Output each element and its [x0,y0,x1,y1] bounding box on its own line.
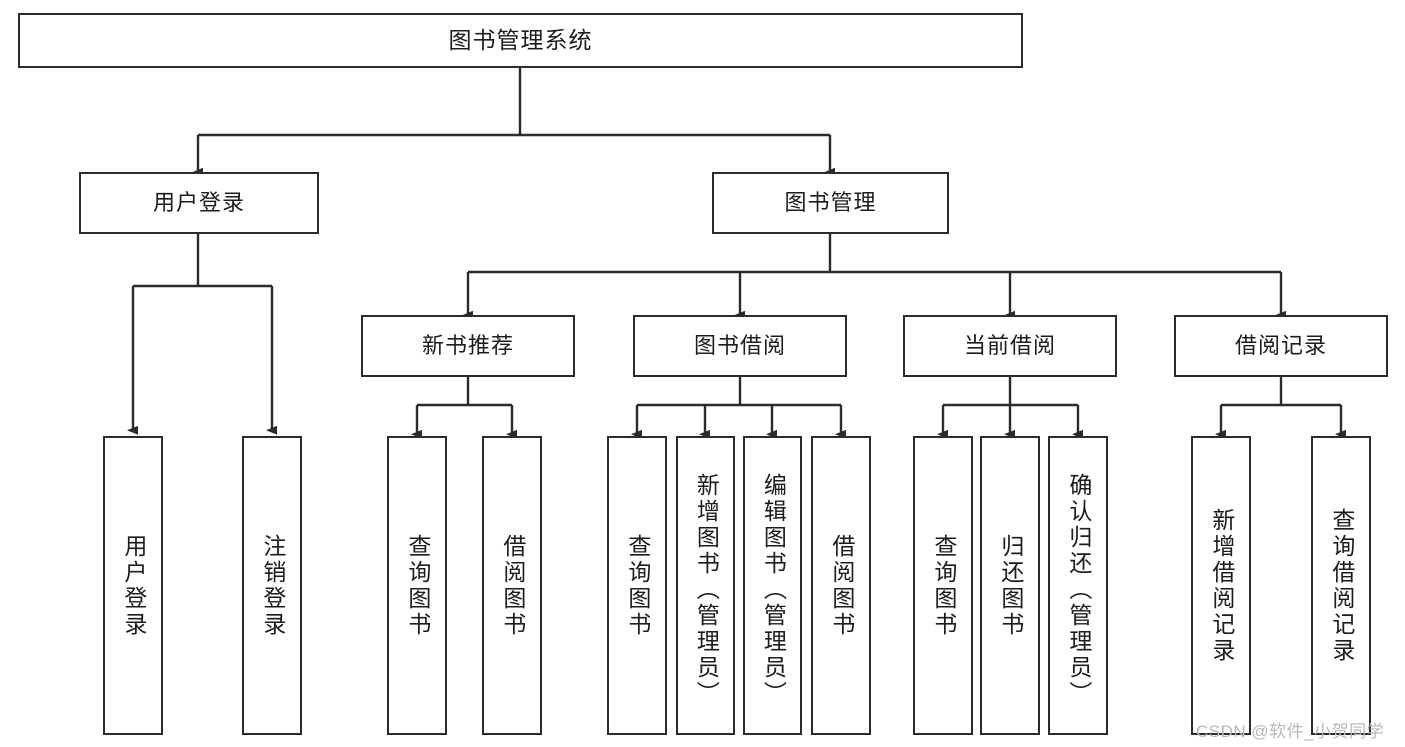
leaf-query-book-recommend[interactable]: 查询图书 [387,436,447,735]
leaf-borrow-book-recommend[interactable]: 借阅图书 [482,436,542,735]
node-label: 查询图书 [930,533,957,638]
node-label: 借阅记录 [1234,333,1327,359]
node-label: 确认归还（管理员） [1065,472,1092,707]
leaf-add-book-admin[interactable]: 新增图书（管理员） [676,436,735,735]
leaf-user-login[interactable]: 用户登录 [103,436,163,735]
node-label: 新书推荐 [421,333,514,359]
node-root[interactable]: 图书管理系统 [18,13,1023,68]
leaf-query-borrow-record[interactable]: 查询借阅记录 [1311,436,1371,735]
leaf-borrow-book[interactable]: 借阅图书 [811,436,871,735]
node-label: 注销登录 [259,533,286,638]
node-label: 查询图书 [624,533,651,638]
node-book-borrow[interactable]: 图书借阅 [633,315,847,377]
leaf-add-borrow-record[interactable]: 新增借阅记录 [1191,436,1251,735]
leaf-query-book-borrow[interactable]: 查询图书 [607,436,667,735]
node-label: 查询借阅记录 [1328,507,1355,664]
node-book-management[interactable]: 图书管理 [712,172,949,234]
node-new-book-recommend[interactable]: 新书推荐 [361,315,575,377]
node-label: 用户登录 [152,190,245,216]
node-label: 查询图书 [404,533,431,638]
node-label: 图书管理系统 [448,26,593,53]
leaf-query-book-current[interactable]: 查询图书 [913,436,973,735]
node-label: 编辑图书（管理员） [760,472,787,707]
node-label: 借阅图书 [828,533,855,638]
leaf-edit-book-admin[interactable]: 编辑图书（管理员） [743,436,802,735]
leaf-logout[interactable]: 注销登录 [242,436,302,735]
node-label: 新增借阅记录 [1208,507,1235,664]
node-label: 用户登录 [120,533,147,638]
node-label: 归还图书 [997,533,1024,638]
csdn-watermark: CSDN @软件_小贺同学 [1196,722,1385,741]
node-current-borrow[interactable]: 当前借阅 [903,315,1117,377]
node-borrow-record[interactable]: 借阅记录 [1174,315,1388,377]
node-label: 图书管理 [784,190,877,216]
leaf-return-book[interactable]: 归还图书 [980,436,1040,735]
node-label: 图书借阅 [693,333,786,359]
node-label: 新增图书（管理员） [693,472,720,707]
node-label: 借阅图书 [499,533,526,638]
node-user-login[interactable]: 用户登录 [79,172,319,234]
leaf-confirm-return-admin[interactable]: 确认归还（管理员） [1048,436,1108,735]
node-label: 当前借阅 [963,333,1056,359]
